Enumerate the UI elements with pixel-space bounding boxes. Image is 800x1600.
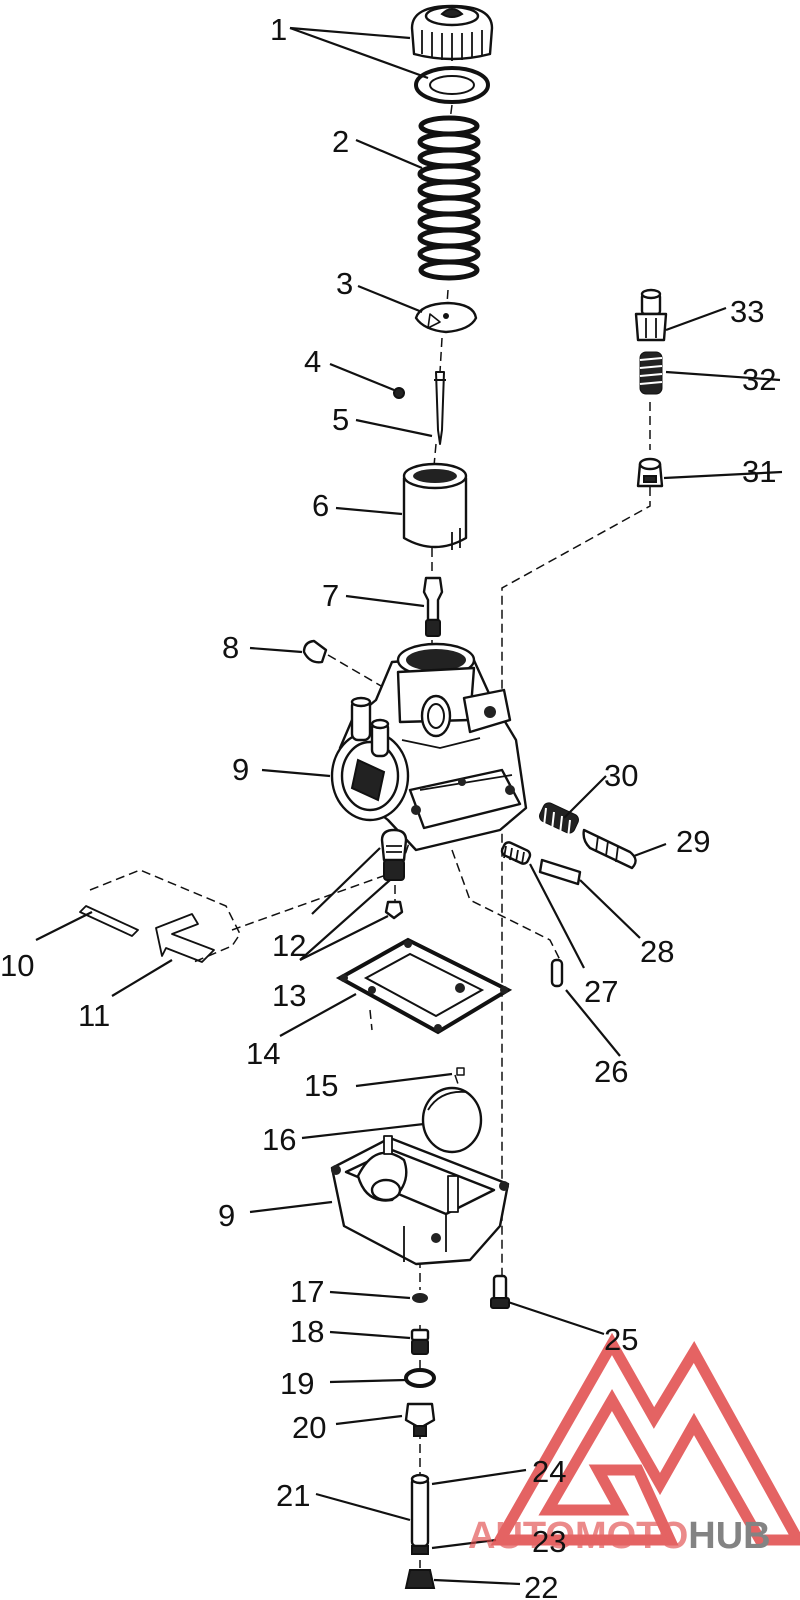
part-7-needle-jet <box>422 576 444 637</box>
part-16-float <box>421 1086 483 1154</box>
part-3-clip-plate <box>414 301 478 334</box>
part-25-screw <box>490 1274 510 1309</box>
callout-33: 33 <box>730 294 764 329</box>
part-9-float-bowl <box>330 1135 510 1266</box>
callout-29: 29 <box>676 824 710 859</box>
callout-2: 2 <box>332 124 349 159</box>
part-20-drain-plug <box>404 1402 436 1437</box>
part-19-washer <box>404 1368 436 1388</box>
part-31-fitting <box>636 457 664 488</box>
callout-4: 4 <box>304 344 321 379</box>
callout-13: 13 <box>272 978 306 1013</box>
part-9-carburetor-body <box>330 642 528 852</box>
automotohub-watermark: AUTOMOTOHUB <box>468 1332 800 1557</box>
watermark-text-hub: HUB <box>688 1515 770 1557</box>
callout-25: 25 <box>604 1322 638 1357</box>
callout-5: 5 <box>332 402 349 437</box>
callout-22: 22 <box>524 1570 558 1600</box>
callout-9-bowl: 9 <box>218 1198 235 1233</box>
callout-16: 16 <box>262 1122 296 1157</box>
callout-32: 32 <box>742 362 776 397</box>
part-17-o-ring <box>412 1293 428 1303</box>
part-11-float-pin-bracket <box>89 869 241 963</box>
callout-3: 3 <box>336 266 353 301</box>
callout-labels: 1 2 3 4 5 6 7 8 9 10 11 12 13 14 15 16 9… <box>0 12 776 1600</box>
callout-12: 12 <box>272 928 306 963</box>
part-29-throttle-stop-screw <box>582 828 637 870</box>
watermark-logo-icon <box>490 1332 800 1546</box>
leader-lines <box>35 26 783 1586</box>
part-4-e-ring <box>393 387 405 399</box>
part-18-main-jet <box>410 1328 430 1355</box>
part-22-tube-cap <box>404 1569 436 1589</box>
part-14-float-bowl-gasket <box>335 937 513 1035</box>
part-2-spring <box>417 115 481 288</box>
part-8-cap-plug <box>302 639 328 664</box>
part-6-throttle-valve <box>402 462 468 550</box>
part-33-fitting <box>634 288 668 342</box>
part-21-overflow-tube <box>410 1473 430 1555</box>
part-5-jet-needle <box>434 371 446 445</box>
part-26-plug <box>550 958 564 988</box>
callout-21: 21 <box>276 1478 310 1513</box>
callout-23: 23 <box>532 1524 566 1559</box>
watermark-text-moto: MOTO <box>575 1515 688 1557</box>
callout-1: 1 <box>270 12 287 47</box>
callout-31: 31 <box>742 454 776 489</box>
callout-30: 30 <box>604 758 638 793</box>
callout-18: 18 <box>290 1314 324 1349</box>
part-10-gasket <box>79 905 139 937</box>
watermark-text-auto: AUTO <box>468 1515 575 1557</box>
callout-28: 28 <box>640 934 674 969</box>
part-15-float-pin <box>456 1067 465 1076</box>
callout-17: 17 <box>290 1274 324 1309</box>
callout-7: 7 <box>322 578 339 613</box>
callout-27: 27 <box>584 974 618 1009</box>
callout-19: 19 <box>280 1366 314 1401</box>
callout-10: 10 <box>0 948 34 983</box>
part-12-needle-valve <box>380 828 408 881</box>
part-28-pilot-screw <box>538 858 582 886</box>
callout-24: 24 <box>532 1454 566 1489</box>
part-32-spring <box>639 351 663 395</box>
callout-11: 11 <box>78 998 110 1033</box>
svg-text:AUTOMOTOHUB: AUTOMOTOHUB <box>468 1515 771 1557</box>
part-27-spring <box>500 841 532 865</box>
callout-14: 14 <box>246 1036 280 1071</box>
part-30-spring <box>539 802 579 839</box>
callout-15: 15 <box>304 1068 338 1103</box>
callout-9-body: 9 <box>232 752 249 787</box>
callout-26: 26 <box>594 1054 628 1089</box>
part-13-needle-seat <box>384 900 404 920</box>
callout-6: 6 <box>312 488 329 523</box>
part-1-cap <box>410 4 494 104</box>
callout-20: 20 <box>292 1410 326 1445</box>
callout-8: 8 <box>222 630 239 665</box>
